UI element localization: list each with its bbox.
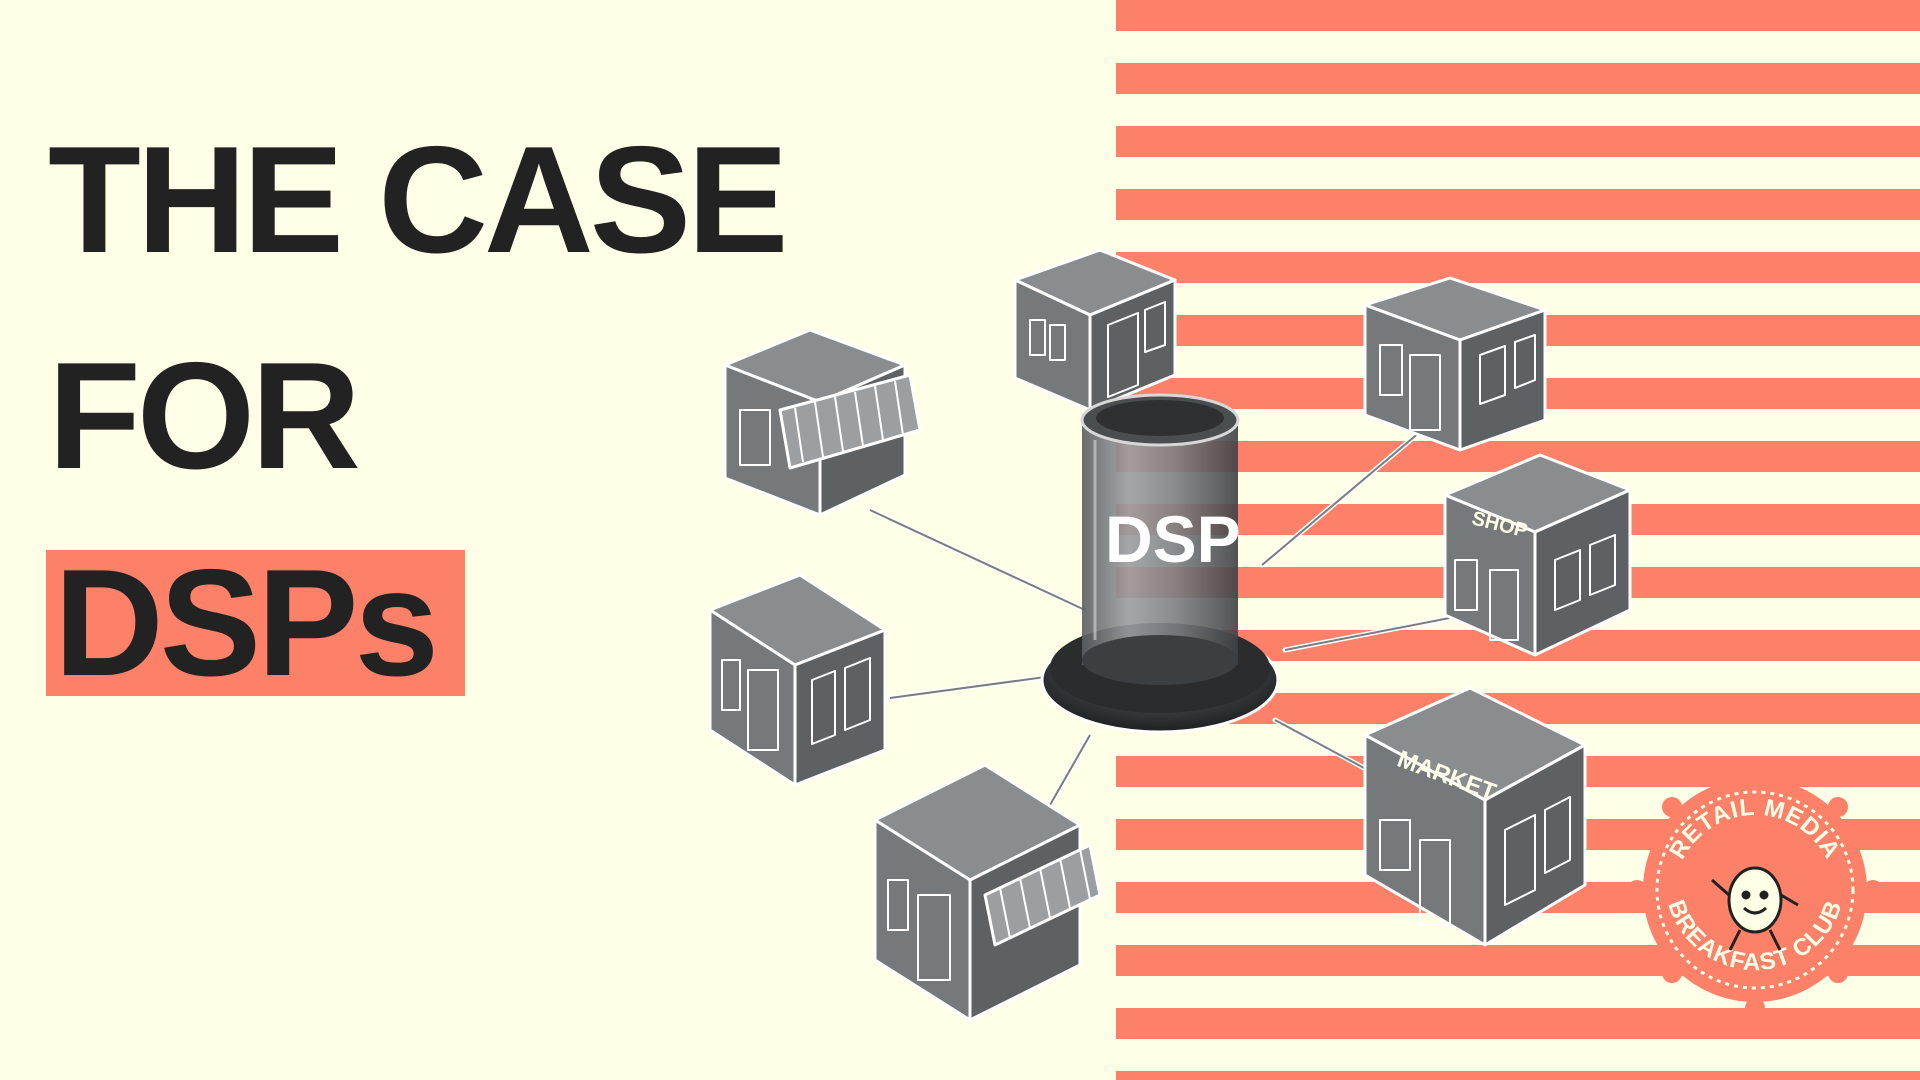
store-awning-icon — [873, 763, 1102, 1022]
shop-store-icon — [1443, 453, 1632, 657]
store-icon — [708, 573, 887, 787]
headline-line-2: FOR — [48, 331, 361, 501]
headline-highlight: DSPs — [46, 547, 466, 699]
retail-media-breakfast-club-logo: RETAIL MEDIA BREAKFAST CLUB — [1627, 762, 1883, 1018]
store-awning-icon — [723, 328, 922, 517]
dsp-hub-label: DSP — [1105, 502, 1241, 576]
market-store-icon — [1363, 686, 1587, 947]
headline-line-1: THE CASE — [48, 115, 789, 285]
store-icon — [1363, 276, 1547, 452]
egg-mascot-icon — [1711, 866, 1799, 951]
store-icon — [1013, 248, 1177, 412]
dsp-hub-icon — [1040, 393, 1280, 734]
